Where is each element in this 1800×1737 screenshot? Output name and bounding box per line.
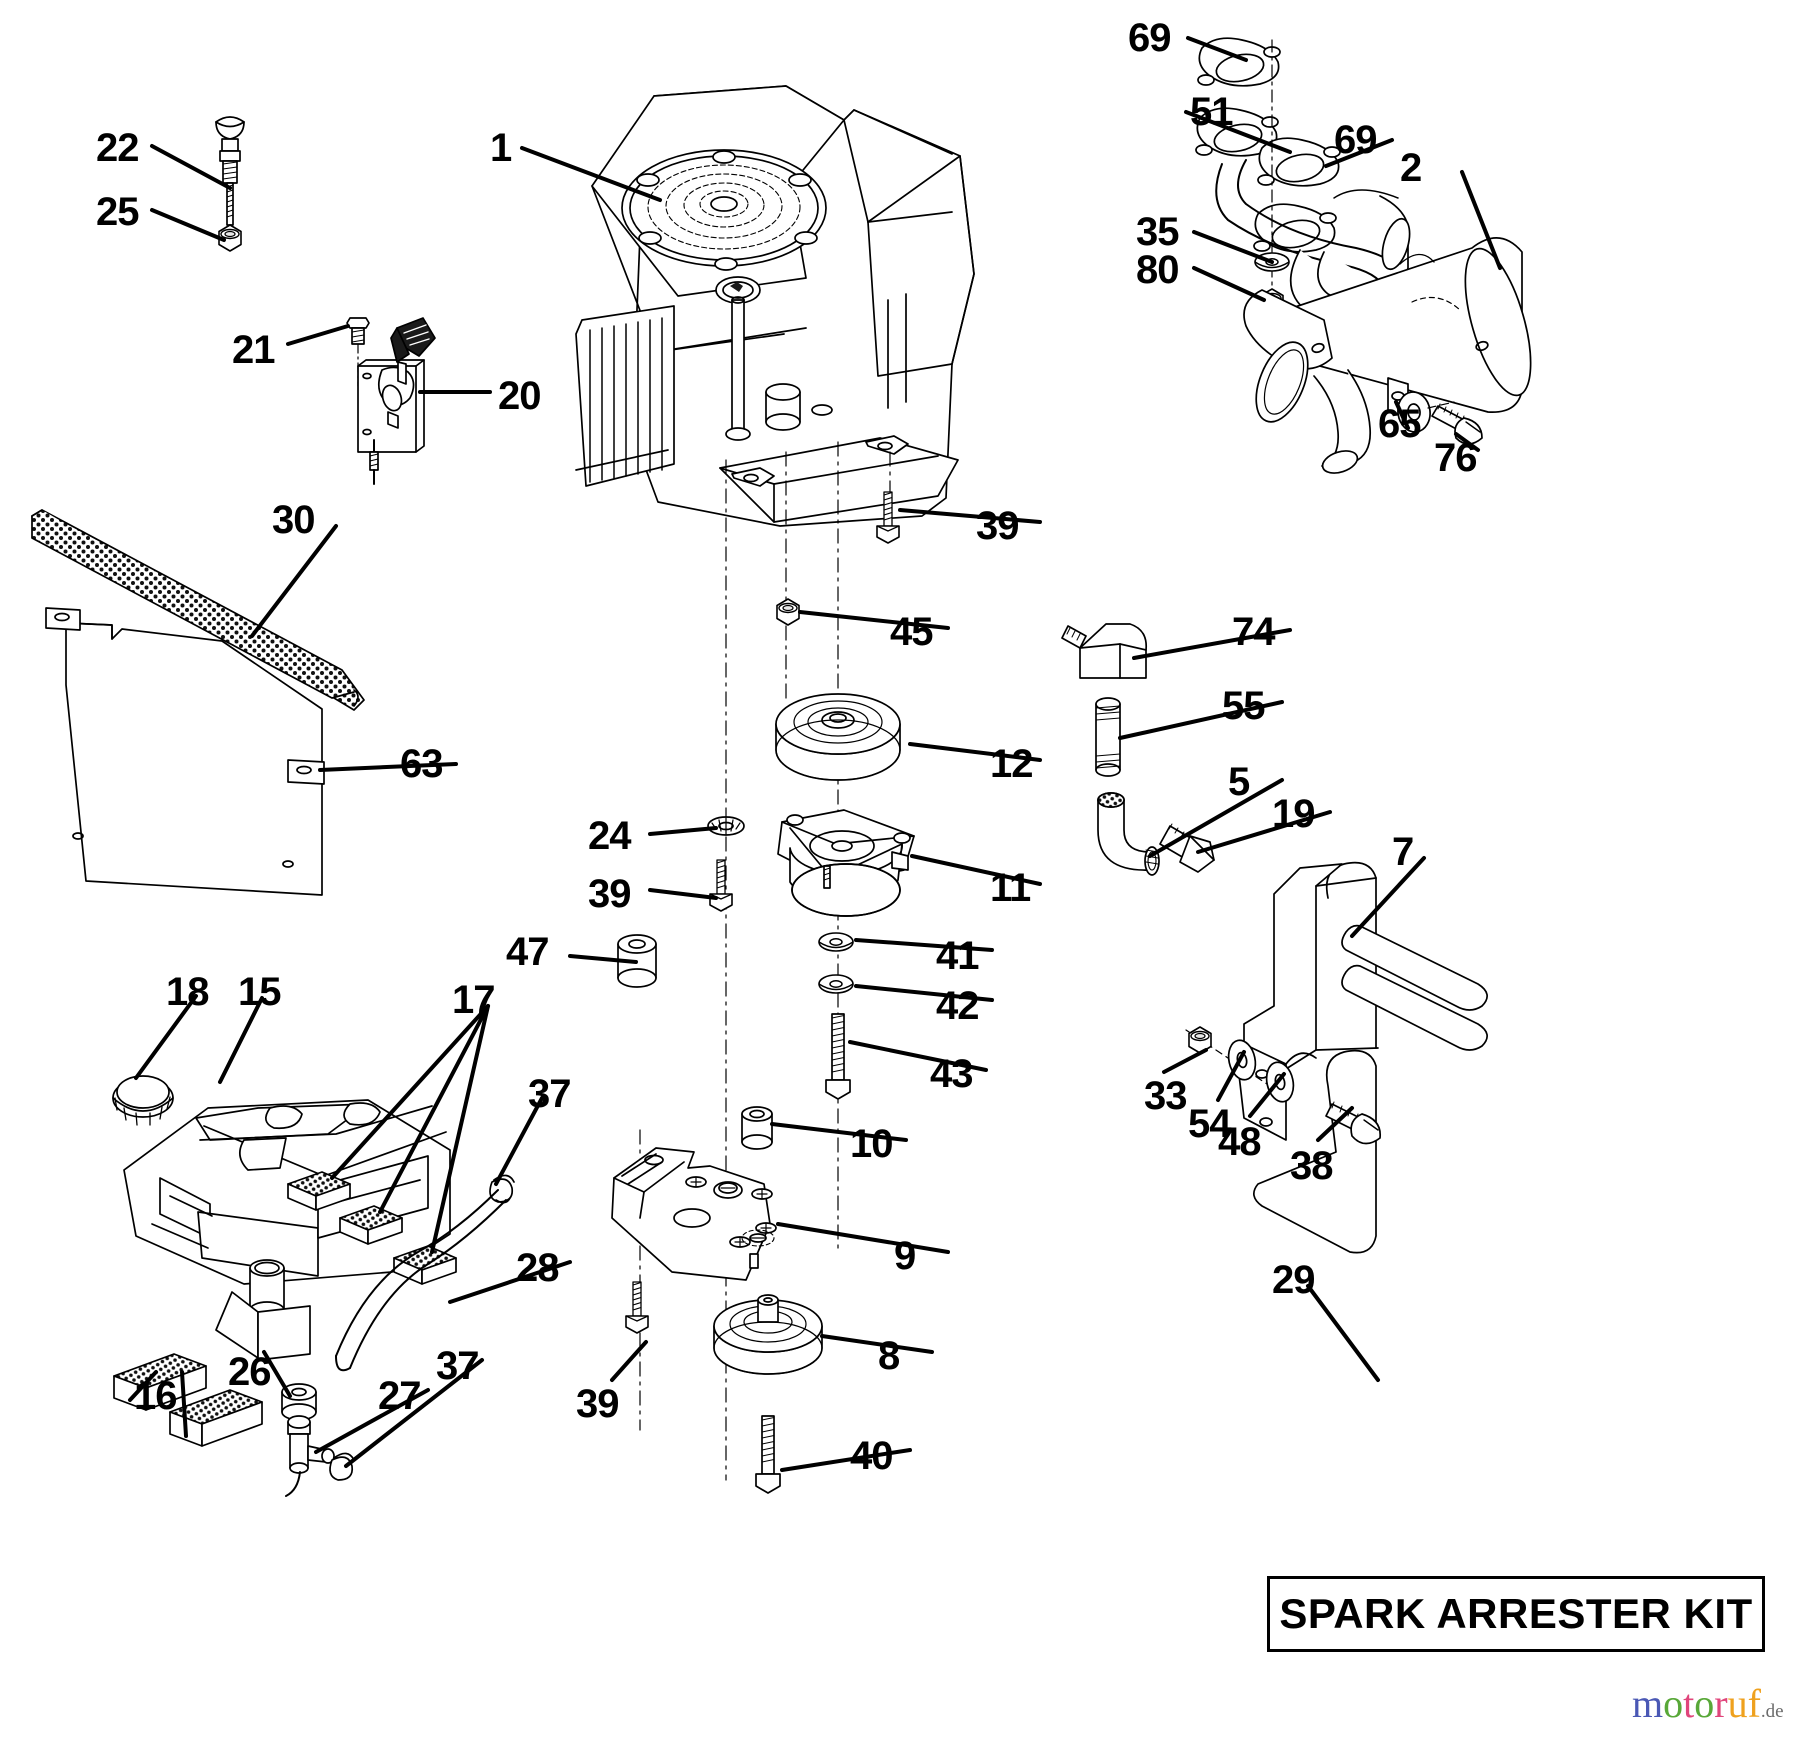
callout-65[interactable]: 65 bbox=[1378, 402, 1421, 446]
callout-37-upper[interactable]: 37 bbox=[528, 1072, 571, 1116]
callout-18[interactable]: 18 bbox=[166, 970, 209, 1014]
callout-43[interactable]: 43 bbox=[930, 1052, 973, 1096]
callout-39-clutch[interactable]: 39 bbox=[588, 872, 631, 916]
callout-8[interactable]: 8 bbox=[878, 1334, 900, 1378]
callout-69-right[interactable]: 69 bbox=[1334, 118, 1377, 162]
callout-37-lower[interactable]: 37 bbox=[436, 1344, 479, 1388]
spark-arrester-kit-label: SPARK ARRESTER KIT bbox=[1279, 1590, 1753, 1637]
callout-27[interactable]: 27 bbox=[378, 1374, 421, 1418]
wm-letter-o1: o bbox=[1663, 1681, 1684, 1726]
callout-48[interactable]: 48 bbox=[1218, 1120, 1261, 1164]
wm-letter-f: f bbox=[1747, 1681, 1761, 1726]
wm-letter-u: u bbox=[1727, 1681, 1748, 1726]
callout-54[interactable]: 54 bbox=[1188, 1102, 1231, 1146]
wm-letter-o2: o bbox=[1694, 1681, 1715, 1726]
callout-5[interactable]: 5 bbox=[1228, 760, 1250, 804]
callout-15[interactable]: 15 bbox=[238, 970, 281, 1014]
callout-39-engine[interactable]: 39 bbox=[976, 504, 1019, 548]
callout-11[interactable]: 11 bbox=[990, 866, 1031, 910]
callout-47[interactable]: 47 bbox=[506, 930, 549, 974]
callout-2[interactable]: 2 bbox=[1400, 146, 1422, 190]
callout-38[interactable]: 38 bbox=[1290, 1144, 1333, 1188]
wm-letter-m: m bbox=[1632, 1681, 1664, 1726]
callout-9[interactable]: 9 bbox=[894, 1234, 916, 1278]
callout-39-idler[interactable]: 39 bbox=[576, 1382, 619, 1426]
leader-lines bbox=[128, 36, 1502, 1472]
spark-arrester-kit-box: SPARK ARRESTER KIT bbox=[1267, 1576, 1765, 1652]
callout-41[interactable]: 41 bbox=[936, 934, 979, 978]
motoruf-watermark: motoruf.de bbox=[1632, 1684, 1784, 1732]
callout-28[interactable]: 28 bbox=[516, 1246, 559, 1290]
wm-letter-r: r bbox=[1714, 1681, 1728, 1726]
callout-24[interactable]: 24 bbox=[588, 814, 631, 858]
callout-63[interactable]: 63 bbox=[400, 742, 443, 786]
callout-29[interactable]: 29 bbox=[1272, 1258, 1315, 1302]
callout-26[interactable]: 26 bbox=[228, 1350, 271, 1394]
callout-21[interactable]: 21 bbox=[232, 328, 275, 372]
callout-40[interactable]: 40 bbox=[850, 1434, 893, 1478]
callout-30[interactable]: 30 bbox=[272, 498, 315, 542]
callout-25[interactable]: 25 bbox=[96, 190, 139, 234]
callout-45[interactable]: 45 bbox=[890, 610, 933, 654]
callout-19[interactable]: 19 bbox=[1272, 792, 1315, 836]
callout-16[interactable]: 16 bbox=[134, 1374, 177, 1418]
callout-12[interactable]: 12 bbox=[990, 742, 1033, 786]
callout-10[interactable]: 10 bbox=[850, 1122, 893, 1166]
wm-suffix-de: .de bbox=[1760, 1701, 1784, 1722]
callout-35[interactable]: 35 bbox=[1136, 210, 1179, 254]
callout-1[interactable]: 1 bbox=[490, 126, 512, 170]
callout-76[interactable]: 76 bbox=[1434, 436, 1477, 480]
callout-51[interactable]: 51 bbox=[1190, 90, 1233, 134]
callout-42[interactable]: 42 bbox=[936, 984, 979, 1028]
callout-20[interactable]: 20 bbox=[498, 374, 541, 418]
callout-22[interactable]: 22 bbox=[96, 126, 139, 170]
callout-33[interactable]: 33 bbox=[1144, 1074, 1187, 1118]
callout-69-top[interactable]: 69 bbox=[1128, 16, 1171, 60]
callout-80[interactable]: 80 bbox=[1136, 248, 1179, 292]
wm-letter-t: t bbox=[1683, 1681, 1695, 1726]
callout-17[interactable]: 17 bbox=[452, 978, 495, 1022]
callout-7[interactable]: 7 bbox=[1392, 830, 1414, 874]
callout-55[interactable]: 55 bbox=[1222, 684, 1265, 728]
callout-74[interactable]: 74 bbox=[1232, 610, 1275, 654]
